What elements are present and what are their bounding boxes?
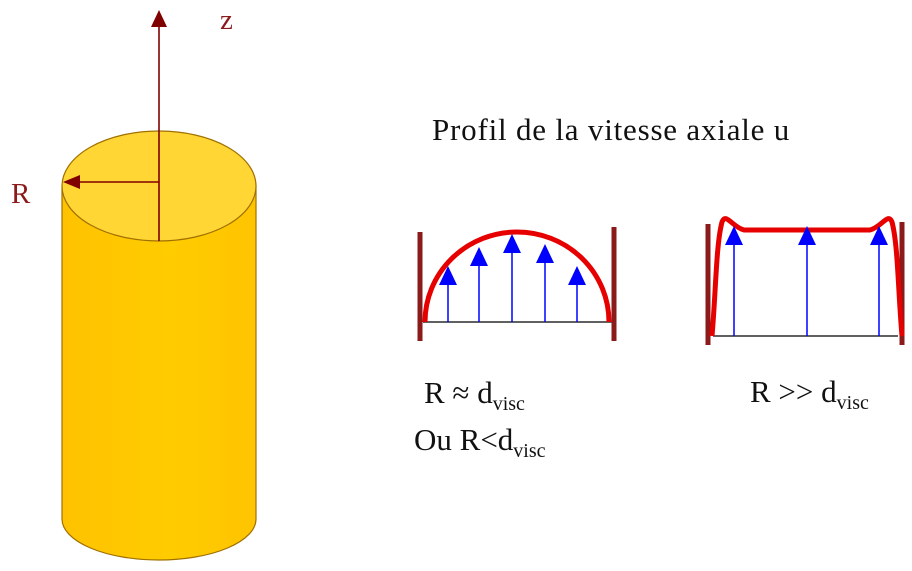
z-axis (151, 10, 167, 241)
velocity-arrowhead (725, 226, 743, 245)
left-profile-curve (422, 229, 612, 323)
radius-arrowhead (63, 175, 80, 189)
z-axis-arrowhead (151, 10, 167, 27)
left-caption-line1-subscript: visc (492, 393, 525, 415)
cylinder-body (61, 185, 257, 561)
left-velocity-arrows (439, 234, 586, 322)
right-caption-text: R >> d (750, 374, 837, 409)
velocity-arrowhead (798, 226, 816, 245)
radius-label: R (11, 178, 31, 210)
left-caption-line2: Ou R<dvisc (414, 422, 546, 461)
z-axis-label: z (220, 4, 233, 36)
left-caption-line2-subscript: visc (513, 440, 546, 462)
radius-arrow (63, 175, 159, 189)
velocity-arrowhead (870, 226, 888, 245)
right-velocity-profile (705, 216, 905, 345)
velocity-arrowhead (536, 244, 554, 263)
left-caption-line1-text: R ≈ d (424, 375, 493, 410)
velocity-arrowhead (470, 247, 488, 266)
profile-title: Profil de la vitesse axiale u (432, 112, 791, 147)
velocity-arrowhead (439, 266, 457, 285)
left-caption-line1: R ≈ dvisc (424, 375, 525, 414)
left-velocity-profile (417, 227, 617, 341)
right-caption-subscript: visc (836, 392, 869, 414)
velocity-arrowhead (503, 234, 521, 253)
right-caption: R >> dvisc (750, 374, 869, 413)
velocity-arrowhead (568, 266, 586, 285)
right-velocity-arrows (725, 226, 888, 336)
left-caption-line2-text: Ou R<d (414, 422, 514, 457)
